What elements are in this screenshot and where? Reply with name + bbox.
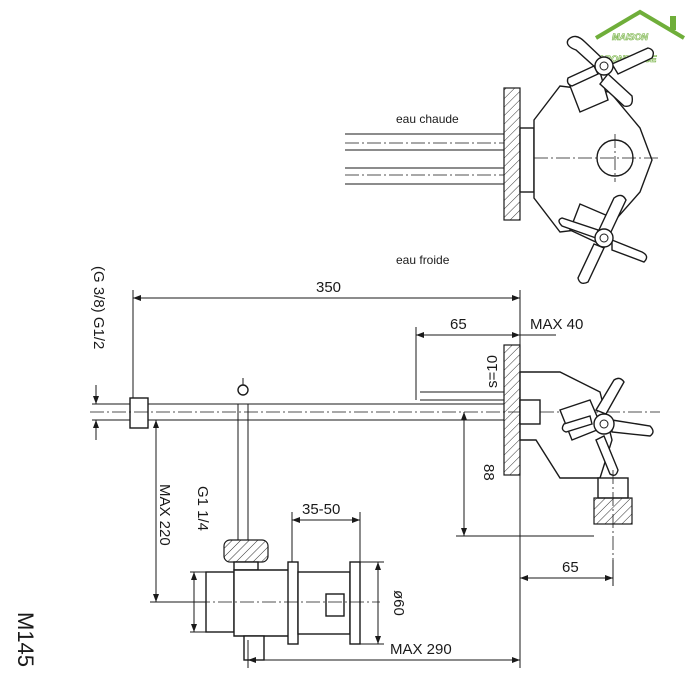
- dim-diameter: ø60: [390, 590, 407, 616]
- dim-max-length: MAX 290: [390, 641, 452, 658]
- side-view: 350 65 MAX 40 s=10 (G 3/8) G1/2: [90, 266, 660, 668]
- wall-section-top: [503, 87, 521, 221]
- cold-water-label: eau froide: [396, 253, 450, 267]
- dim-max-projection: MAX 40: [530, 316, 583, 333]
- hot-water-label: eau chaude: [396, 112, 459, 126]
- logo-line1: MAISON: [612, 32, 649, 42]
- hot-handle-top: [566, 35, 655, 113]
- dim-height-offset: 88: [480, 464, 497, 481]
- dim-width-range: 35-50: [302, 501, 340, 518]
- dim-wall-depth: 65: [450, 316, 467, 333]
- knurled-knob: [223, 539, 269, 563]
- dim-thread-inlet: (G 3/8) G1/2: [90, 266, 107, 349]
- dim-thread-outlet: G1 1/4: [194, 486, 211, 531]
- dim-wall-thickness: s=10: [484, 355, 501, 388]
- wall-section-side: [503, 344, 521, 476]
- cold-handle-top: [558, 194, 648, 285]
- model-code: M145: [13, 612, 38, 667]
- dim-spout-offset: 65: [562, 559, 579, 576]
- dim-overall-length: 350: [316, 279, 341, 296]
- top-view: eau chaude eau froide: [345, 35, 660, 285]
- inlet-nut: [129, 397, 149, 429]
- dim-max-height: MAX 220: [156, 484, 173, 546]
- handle-side: [559, 377, 654, 477]
